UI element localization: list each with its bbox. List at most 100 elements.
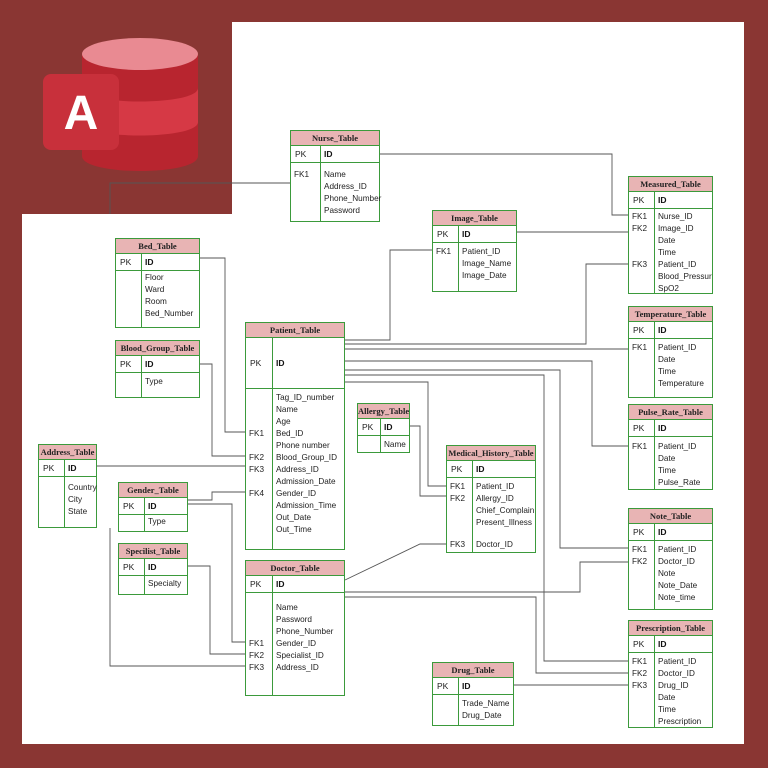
foreign-key-label: FK3	[632, 260, 648, 269]
link-patient-medical	[345, 381, 448, 487]
field-name: Password	[276, 615, 312, 624]
foreign-key-label: FK2	[632, 557, 648, 566]
field-name: Pulse_Rate	[658, 478, 701, 487]
field-name: City	[68, 495, 83, 504]
link-doctor-prescription	[345, 596, 630, 674]
field-name: Password	[324, 206, 360, 215]
column-divider	[654, 321, 655, 397]
foreign-key-label: FK3	[249, 663, 265, 672]
pk-field: ID	[276, 358, 285, 368]
foreign-key-label: FK1	[632, 657, 648, 666]
field-name: Admission_Time	[276, 501, 337, 510]
field-name: Blood_Pressur	[658, 272, 712, 281]
pk-label: PK	[633, 639, 645, 649]
pk-field: ID	[658, 527, 667, 537]
link-gender-patient	[188, 491, 247, 501]
table-title: Gender_Table	[119, 483, 187, 498]
field-name: Drug_Date	[462, 711, 502, 720]
pk-field: ID	[476, 464, 485, 474]
microsoft-access-logo: A	[40, 36, 210, 186]
field-name: Country	[68, 483, 97, 492]
link-bed-patient	[200, 257, 247, 433]
link-bloodgroup-patient	[200, 363, 247, 457]
pk-label: PK	[451, 464, 463, 474]
table-title: Drug_Table	[433, 663, 513, 678]
column-divider	[141, 355, 142, 397]
foreign-key-label: FK1	[632, 442, 648, 451]
link-nurse-measured	[380, 153, 630, 216]
table-title: Nurse_Table	[291, 131, 379, 146]
pk-field: ID	[68, 463, 77, 473]
pk-field: ID	[384, 422, 393, 432]
field-name: Name	[276, 603, 298, 612]
field-name: Patient_ID	[658, 545, 697, 554]
field-name: Note	[658, 569, 676, 578]
table-title: Note_Table	[629, 509, 712, 524]
column-divider	[654, 191, 655, 293]
link-patient-note	[345, 369, 630, 549]
table-title: Temperature_Table	[629, 307, 712, 322]
pk-field: ID	[658, 639, 667, 649]
field-name: Out_Time	[276, 525, 312, 534]
field-name: Patient_ID	[658, 343, 697, 352]
pk-field: ID	[148, 501, 157, 511]
link-patient-measured	[345, 263, 630, 345]
link-doctor-medical	[344, 543, 448, 581]
field-name: Address_ID	[324, 182, 367, 191]
table-title: Specilist_Table	[119, 544, 187, 559]
field-name: Type	[145, 377, 163, 386]
table-title: Patient_Table	[246, 323, 344, 338]
field-name: State	[68, 507, 88, 516]
pk-field: ID	[658, 195, 667, 205]
field-name: Drug_ID	[658, 681, 689, 690]
pk-field: ID	[324, 149, 333, 159]
link-allergy-medical	[410, 425, 448, 497]
pk-label: PK	[633, 423, 645, 433]
pk-field: ID	[145, 359, 154, 369]
field-name: Doctor_ID	[658, 557, 695, 566]
field-name: Image_ID	[658, 224, 694, 233]
table-title: Image_Table	[433, 211, 516, 226]
field-name: Trade_Name	[462, 699, 510, 708]
field-name: Patient_ID	[658, 442, 697, 451]
field-name: Image_Name	[462, 259, 512, 268]
column-divider	[472, 460, 473, 552]
pk-label: PK	[43, 463, 55, 473]
field-name: Date	[658, 355, 676, 364]
link-doctor-note	[345, 561, 630, 593]
pk-label: PK	[633, 325, 645, 335]
field-name: Patient_ID	[658, 657, 697, 666]
pk-field: ID	[462, 229, 471, 239]
field-name: Type	[148, 517, 166, 526]
field-name: Note_time	[658, 593, 696, 602]
foreign-key-label: FK2	[632, 669, 648, 678]
field-name: Temperature	[658, 379, 704, 388]
field-name: Name	[384, 440, 406, 449]
foreign-key-label: FK1	[249, 429, 265, 438]
primary-key-row: PK ID	[39, 460, 96, 477]
foreign-key-label: FK1	[632, 212, 648, 221]
